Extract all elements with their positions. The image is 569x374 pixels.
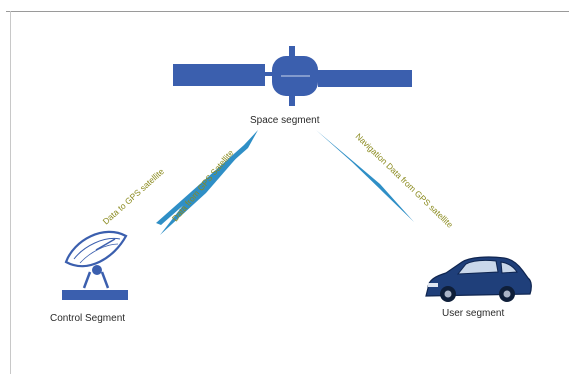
- control-segment-label: Control Segment: [50, 313, 125, 324]
- car-icon: [425, 256, 532, 302]
- space-segment-label: Space segment: [250, 115, 320, 126]
- frame-left-border: [10, 11, 11, 374]
- downlink-control-beam: [160, 140, 252, 235]
- frame-top-border: [6, 11, 569, 12]
- user-segment-label: User segment: [442, 308, 504, 319]
- satellite-dish-icon: [62, 230, 128, 300]
- uplink-beam: [156, 130, 258, 225]
- uplink-label: Data to GPS satellite: [101, 166, 167, 226]
- satellite-icon: [173, 46, 412, 106]
- downlink-user-label: Navigation Data from GPS satellite: [354, 131, 456, 230]
- downlink-control-label: Data from GPS Satellite: [170, 148, 236, 224]
